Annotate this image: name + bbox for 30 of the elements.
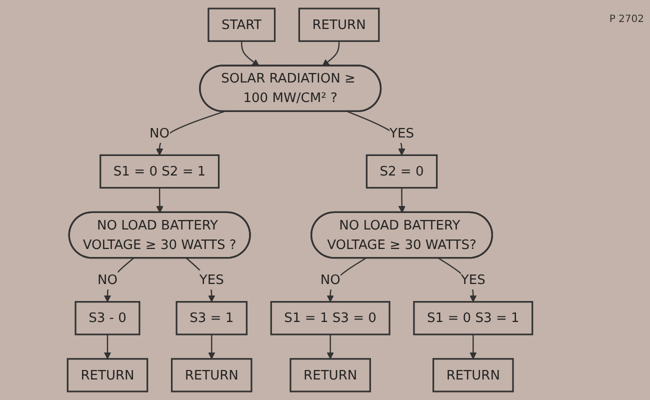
- node-box: RETURN: [298, 8, 380, 42]
- arrow: [326, 334, 334, 360]
- arrow: [322, 41, 340, 66]
- node-box: S3 = 1: [176, 301, 248, 336]
- node-box: RETURN: [432, 358, 514, 392]
- arrow: [398, 188, 406, 213]
- edge-label: YES: [199, 272, 224, 288]
- node-box: S1 = 0 S2 = 1: [100, 154, 220, 189]
- arrow: [470, 334, 477, 360]
- figure-number: P 2702: [609, 14, 644, 25]
- arrow: [156, 188, 164, 213]
- node-box: RETURN: [170, 358, 252, 392]
- edge-label: NO: [97, 272, 118, 288]
- arrow: [156, 111, 224, 156]
- node-box: S3 - 0: [74, 301, 140, 336]
- node-box: S2 = 0: [366, 154, 438, 189]
- arrow: [241, 41, 260, 66]
- node-box: RETURN: [66, 358, 148, 392]
- edge-label: NO: [150, 125, 170, 141]
- arrow: [104, 334, 112, 360]
- edge-label: YES: [390, 125, 414, 141]
- arrow: [104, 258, 134, 302]
- node-box: START: [208, 8, 276, 42]
- node-box: S1 = 1 S3 = 0: [270, 301, 390, 336]
- arrow: [326, 258, 366, 302]
- arrow: [208, 334, 216, 360]
- edge-label: YES: [460, 272, 486, 288]
- node-box: RETURN: [290, 358, 371, 392]
- edge-label: NO: [320, 272, 340, 288]
- node-box: S1 = 0 S3 = 1: [413, 301, 534, 336]
